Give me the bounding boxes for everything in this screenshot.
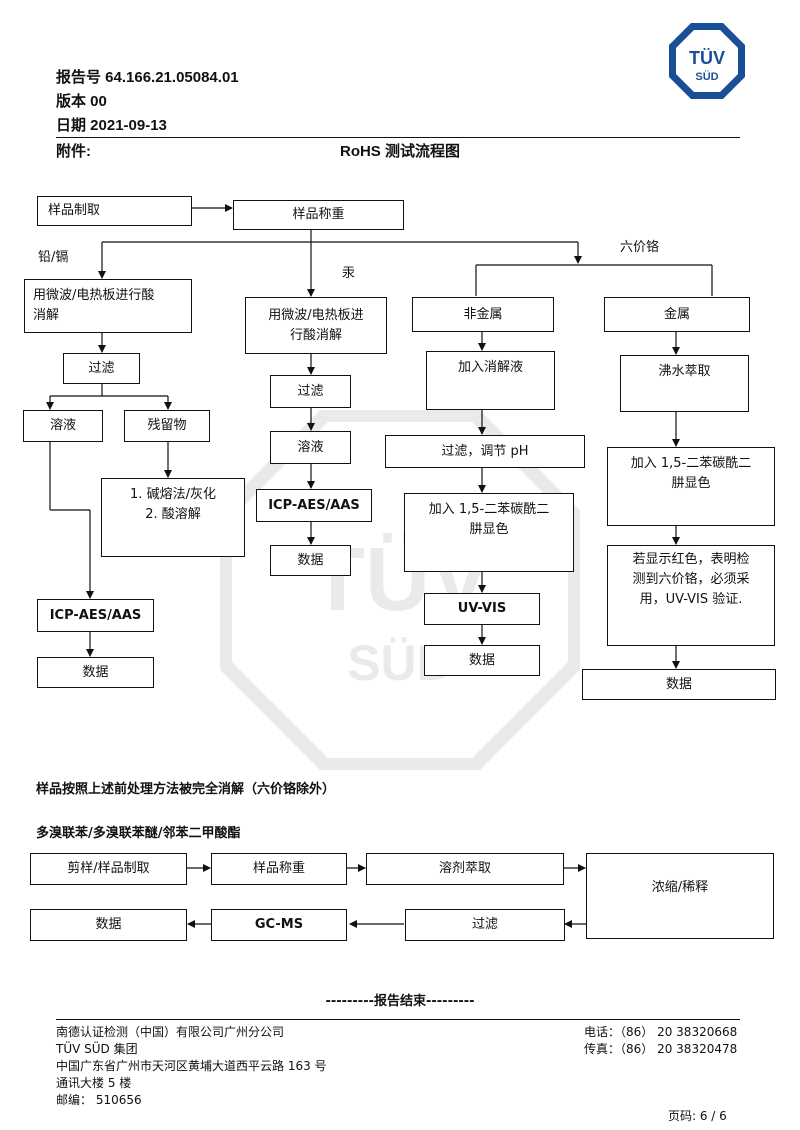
box-data: 数据	[30, 909, 187, 941]
box-solvent-extract: 溶剂萃取	[366, 853, 564, 885]
box-sample-weigh: 样品称重	[233, 200, 404, 230]
footer-postcode: 邮编： 510656	[56, 1093, 142, 1107]
footer-divider	[56, 1019, 740, 1020]
box-cut-prep: 剪样/样品制取	[30, 853, 187, 885]
box-weigh: 样品称重	[211, 853, 347, 885]
box-hg-digest: 用微波/电热板进 行酸消解	[245, 297, 387, 354]
box-gcms: GC-MS	[211, 909, 347, 941]
box-filter: 过滤	[405, 909, 565, 941]
box-hg-solution: 溶液	[270, 431, 351, 464]
flow2-title: 多溴联苯/多溴联苯醚/邻苯二甲酸酯	[36, 826, 241, 841]
branch-label-hg: 汞	[342, 266, 356, 281]
box-sample-prep: 样品制取	[37, 196, 192, 226]
box-pbcd-solution: 溶液	[23, 410, 103, 442]
branch-label-pb-cd: 铅/镉	[38, 250, 69, 265]
footer-address-1: 中国广东省广州市天河区黄埔大道西平云路 163 号	[56, 1059, 327, 1073]
footer-address-2: 通讯大楼 5 楼	[56, 1076, 132, 1090]
box-concentrate: 浓缩/稀释	[586, 853, 774, 939]
box-m-boil: 沸水萃取	[620, 355, 749, 412]
box-nm-color: 加入 1,5-二苯碳酰二 肼显色	[404, 493, 574, 572]
box-hg-filter: 过滤	[270, 375, 351, 408]
box-hg-data: 数据	[270, 545, 351, 576]
footer-group: TÜV SÜD 集团	[56, 1042, 138, 1056]
report-version: 版本 00	[56, 93, 107, 110]
box-pbcd-filter: 过滤	[63, 353, 140, 384]
box-nm-extract: 加入消解液	[426, 351, 555, 410]
footer-fax: 传真：（86） 20 38320478	[584, 1042, 738, 1056]
report-date: 日期 2021-09-13	[56, 117, 167, 134]
box-hg-icp: ICP-AES/AAS	[256, 489, 372, 522]
report-number: 报告号 64.166.21.05084.01	[56, 69, 239, 86]
svg-text:TÜV: TÜV	[689, 48, 725, 68]
box-m-verify: 若显示红色，表明检 测到六价铬，必须采 用，UV-VIS 验证.	[607, 545, 775, 646]
box-metal: 金属	[604, 297, 750, 332]
box-nonmetal: 非金属	[412, 297, 554, 332]
report-end: ---------报告结束---------	[325, 994, 475, 1009]
box-m-data: 数据	[582, 669, 776, 700]
tuv-logo: TÜV SÜD	[669, 23, 745, 99]
header-divider	[56, 137, 740, 138]
svg-text:SÜD: SÜD	[695, 70, 718, 83]
box-nm-data: 数据	[424, 645, 540, 676]
box-nm-uvvis: UV-VIS	[424, 593, 540, 625]
footer-phone: 电话：（86） 20 38320668	[584, 1025, 738, 1039]
attachment-label: 附件:	[56, 143, 91, 160]
page-number: 页码: 6 / 6	[668, 1109, 727, 1123]
box-pbcd-digest: 用微波/电热板进行酸 消解	[24, 279, 192, 333]
box-m-color: 加入 1,5-二苯碳酰二 肼显色	[607, 447, 775, 526]
branch-label-cr6: 六价铬	[620, 240, 660, 255]
digestion-note: 样品按照上述前处理方法被完全消解（六价铬除外）	[36, 782, 336, 797]
box-pbcd-residue: 残留物	[124, 410, 210, 442]
footer-company: 南德认证检测（中国）有限公司广州分公司	[56, 1025, 285, 1039]
box-pbcd-icp: ICP-AES/AAS	[37, 599, 154, 632]
page-title: RoHS 测试流程图	[339, 143, 460, 160]
box-nm-filter: 过滤，调节 pH	[385, 435, 585, 468]
box-pbcd-residue-treat: 1. 碱熔法/灰化 2. 酸溶解	[101, 478, 245, 557]
box-pbcd-data: 数据	[37, 657, 154, 688]
